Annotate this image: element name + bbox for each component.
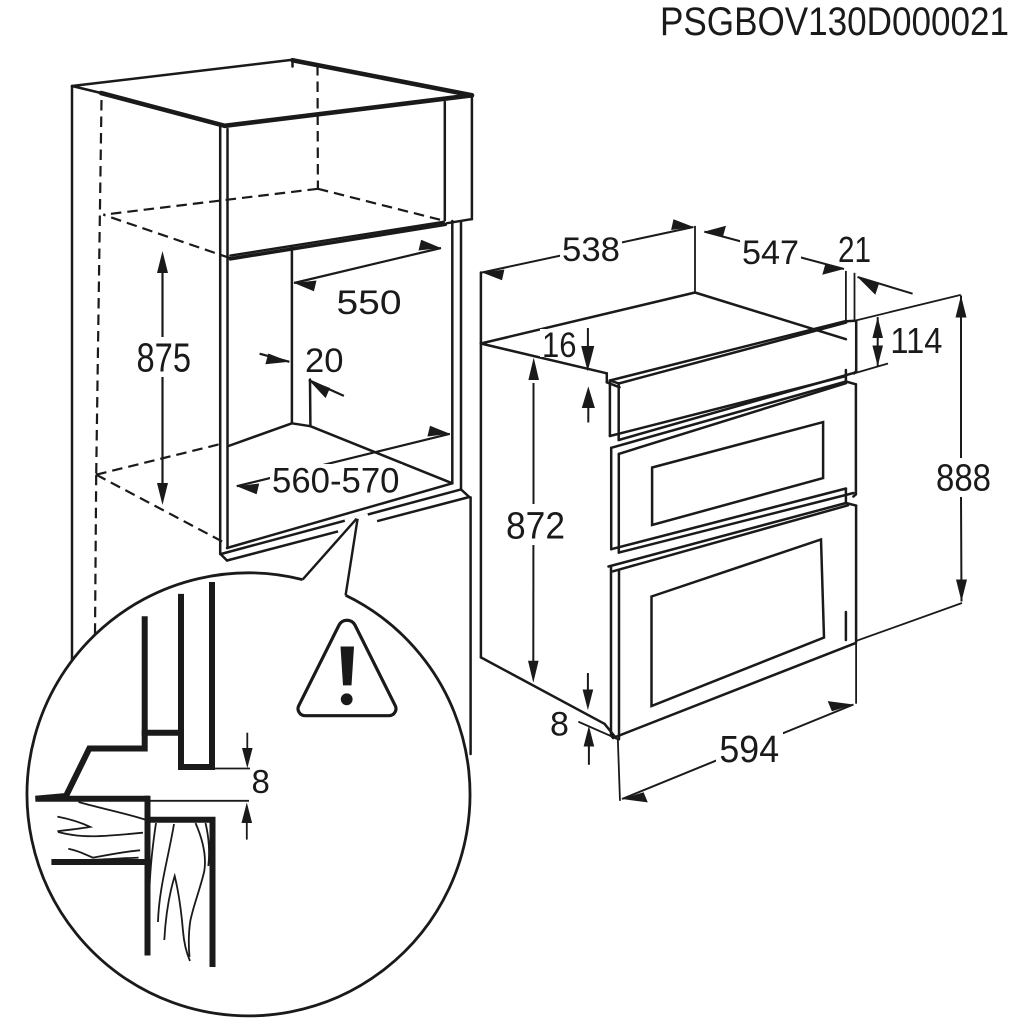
svg-text:547: 547 <box>742 234 799 272</box>
svg-text:8: 8 <box>252 763 270 800</box>
svg-text:8: 8 <box>550 706 569 744</box>
svg-text:16: 16 <box>542 326 577 365</box>
svg-text:114: 114 <box>890 320 942 361</box>
svg-text:594: 594 <box>719 729 779 771</box>
svg-text:20: 20 <box>305 342 344 380</box>
svg-text:21: 21 <box>838 229 871 270</box>
svg-text:538: 538 <box>562 231 620 269</box>
svg-text:888: 888 <box>936 458 991 500</box>
svg-text:560-570: 560-570 <box>272 461 400 501</box>
svg-text:875: 875 <box>137 335 192 381</box>
svg-text:PSGBOV130D000021: PSGBOV130D000021 <box>660 0 1009 44</box>
svg-text:872: 872 <box>506 506 565 548</box>
svg-text:550: 550 <box>337 284 402 322</box>
